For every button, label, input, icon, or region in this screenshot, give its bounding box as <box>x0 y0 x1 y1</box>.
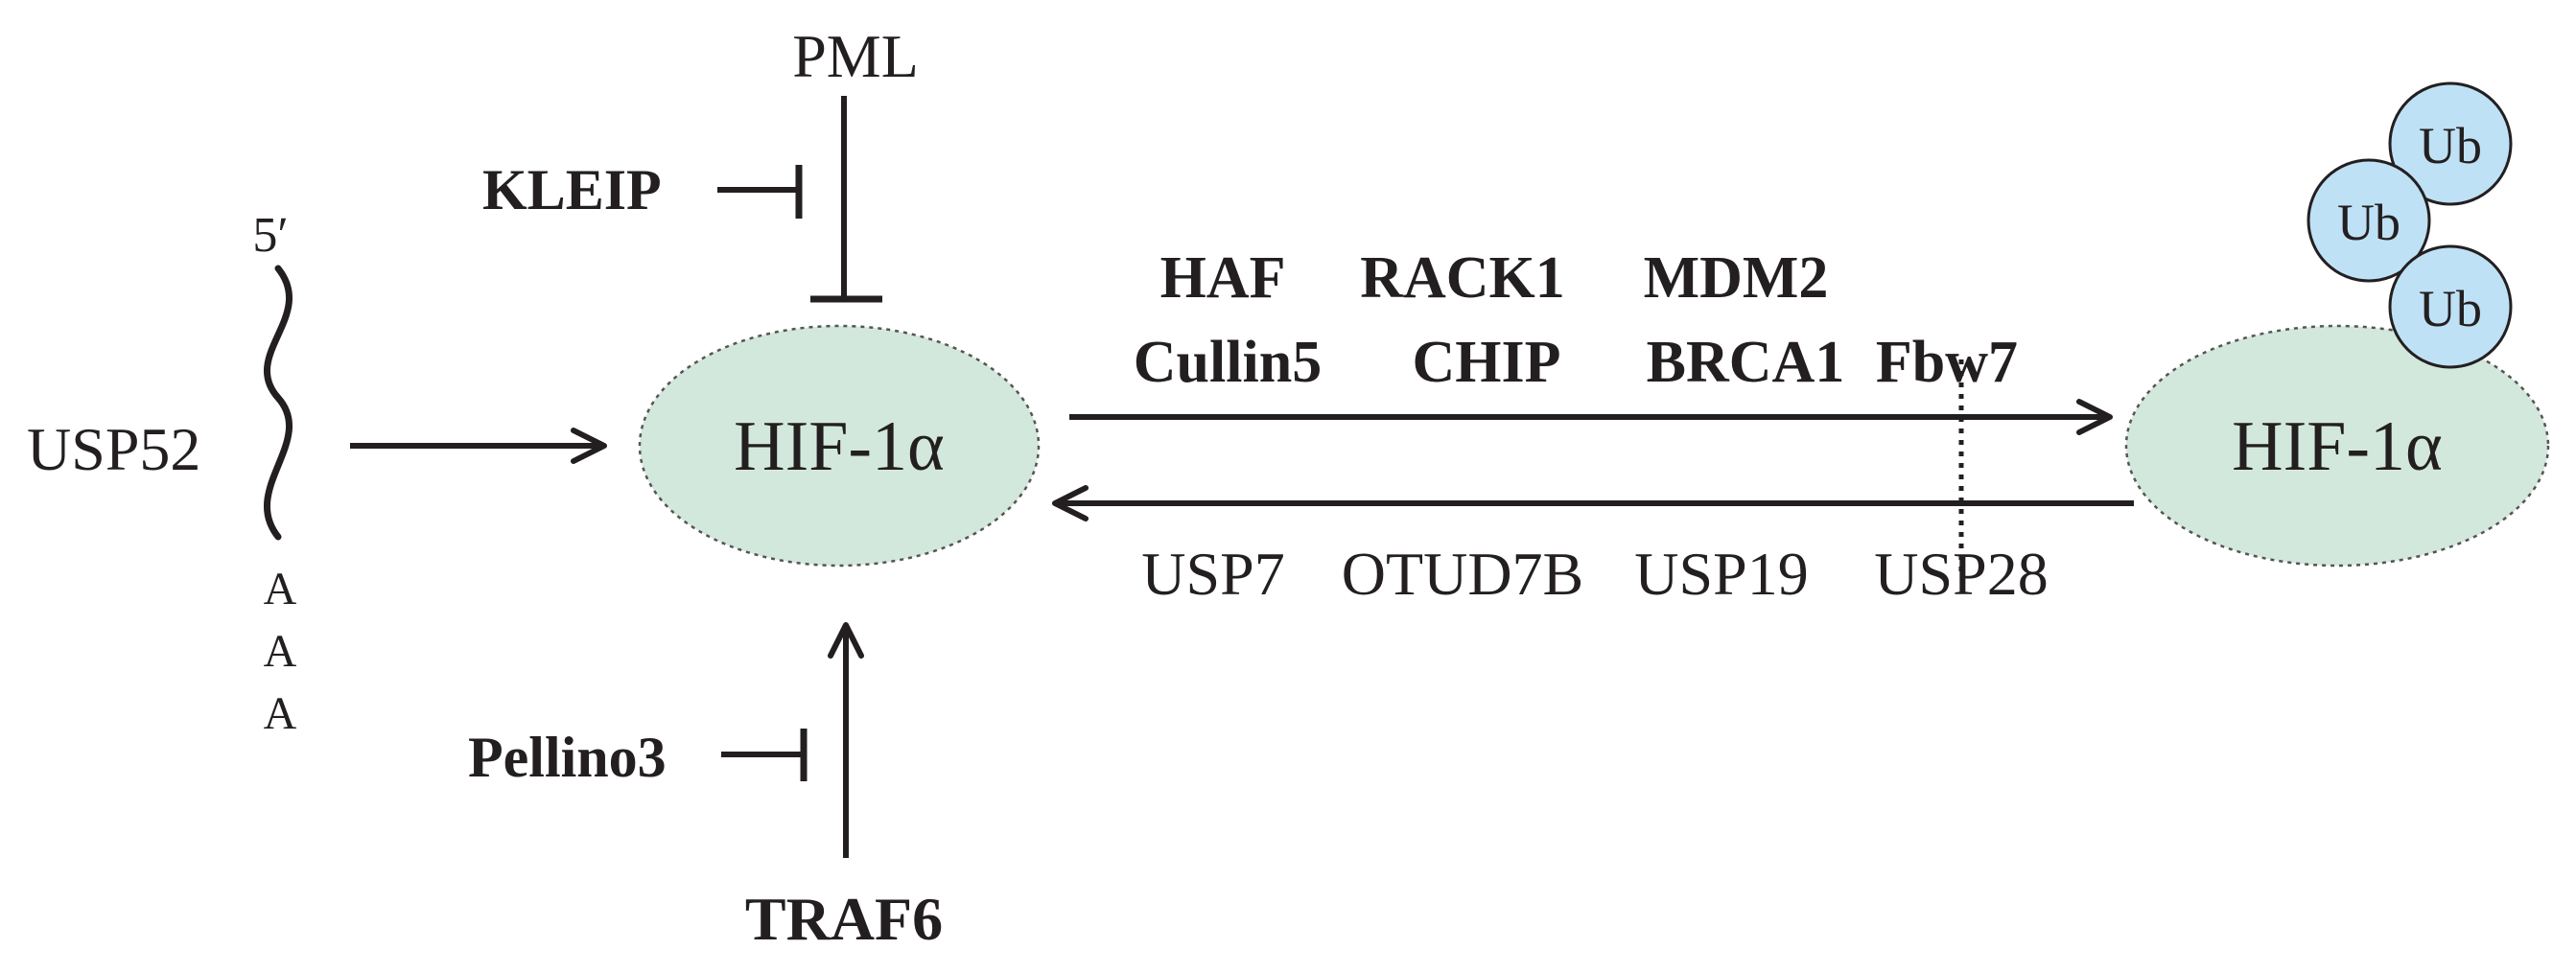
poly-a-label-3: A <box>264 688 297 739</box>
e3-ligase-labels: HAF RACK1 MDM2 Cullin5 CHIP BRCA1 Fbw7 <box>1134 245 2018 395</box>
mrna-five-prime-label: 5′ <box>252 208 288 263</box>
left-hif1a-ellipse <box>638 324 1041 568</box>
deubiquitinase-labels: USP7 OTUD7B USP19 USP28 <box>1141 540 2048 608</box>
e3-ligase-cullin5: Cullin5 <box>1134 330 1322 395</box>
usp52-label: USP52 <box>27 415 200 483</box>
traf6-label: TRAF6 <box>745 885 943 953</box>
poly-a-label-1: A <box>264 564 297 614</box>
ubiquitin-chain: Ub Ub Ub <box>2307 81 2513 369</box>
ubiquitin-circle-middle <box>2307 158 2431 283</box>
dub-usp28: USP28 <box>1874 540 2048 608</box>
e3-ligase-fbw7: Fbw7 <box>1876 330 2018 395</box>
poly-a-label-2: A <box>264 626 297 677</box>
ubiquitin-label-bottom: Ub <box>2419 280 2482 337</box>
e3-ligase-mdm2: MDM2 <box>1644 245 1829 311</box>
e3-ligase-haf: HAF <box>1160 245 1286 311</box>
dub-otud7b: OTUD7B <box>1342 540 1583 608</box>
right-hif1a-ellipse <box>2124 324 2550 568</box>
left-hif1a-node: HIF-1α <box>638 324 1041 568</box>
ubiquitin-label-top: Ub <box>2419 117 2482 174</box>
dub-usp7: USP7 <box>1141 540 1284 608</box>
ubiquitin-circle-bottom <box>2388 244 2513 369</box>
e3-ligase-chip: CHIP <box>1413 330 1561 395</box>
right-hif1a-label: HIF-1α <box>2232 407 2443 486</box>
ubiquitin-label-middle: Ub <box>2337 194 2400 251</box>
ubiquitin-circle-top <box>2388 81 2513 206</box>
e3-ligase-brca1: BRCA1 <box>1647 330 1845 395</box>
mrna-wavy-strand <box>263 265 293 541</box>
pml-label: PML <box>792 22 919 90</box>
e3-ligase-rack1: RACK1 <box>1360 245 1565 311</box>
usp52-mrna: 5′ A A A <box>252 208 296 739</box>
pellino3-label: Pellino3 <box>468 726 667 789</box>
dub-usp19: USP19 <box>1634 540 1808 608</box>
right-hif1a-node: HIF-1α <box>2124 324 2550 568</box>
left-hif1a-label: HIF-1α <box>734 407 945 486</box>
kleip-label: KLEIP <box>482 158 662 221</box>
